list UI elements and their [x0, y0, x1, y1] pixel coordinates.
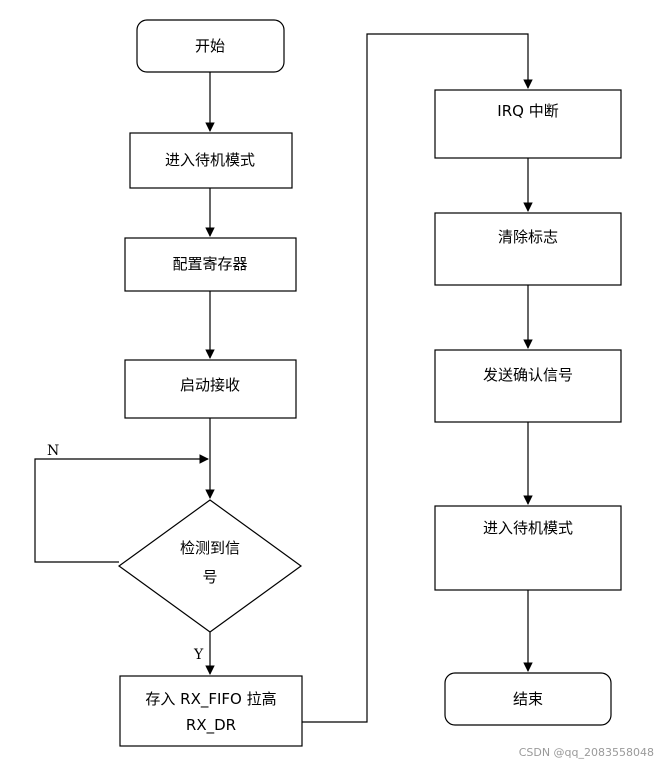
edge-store-irq [302, 33, 533, 723]
node-start-label: 开始 [195, 37, 225, 55]
node-detect-decision: 检测到信 号 [117, 499, 303, 633]
node-end-label: 结束 [513, 690, 543, 708]
node-standby-1: 进入待机模式 [129, 132, 293, 189]
node-irq-label: IRQ 中断 [497, 102, 558, 120]
node-irq: IRQ 中断 [434, 89, 622, 159]
node-config: 配置寄存器 [124, 237, 297, 292]
watermark-text: CSDN @qq_2083558048 [519, 746, 654, 759]
node-store-label-line1: 存入 RX_FIFO 拉高 [145, 690, 276, 709]
node-ack: 发送确认信号 [434, 349, 622, 423]
node-end: 结束 [444, 672, 612, 726]
node-rx-start: 启动接收 [124, 359, 297, 419]
node-standby-2: 进入待机模式 [434, 505, 622, 591]
node-detect-label-line1: 检测到信 [180, 539, 240, 557]
node-store: 存入 RX_FIFO 拉高 RX_DR [119, 675, 303, 747]
node-clear-label: 清除标志 [498, 228, 558, 246]
edge-label-yes: Y [193, 647, 204, 663]
node-rx-start-label: 启动接收 [180, 376, 240, 394]
node-start: 开始 [136, 19, 285, 73]
node-ack-label: 发送确认信号 [483, 366, 573, 384]
node-standby-2-label: 进入待机模式 [483, 519, 573, 537]
edge-label-no: N [47, 443, 59, 459]
node-detect-label-line2: 号 [202, 568, 217, 586]
node-store-label-line2: RX_DR [186, 716, 236, 735]
edge-detect-no-loop [34, 454, 209, 563]
node-standby-1-label: 进入待机模式 [165, 151, 255, 169]
node-clear: 清除标志 [434, 212, 622, 286]
node-config-label: 配置寄存器 [172, 255, 247, 273]
